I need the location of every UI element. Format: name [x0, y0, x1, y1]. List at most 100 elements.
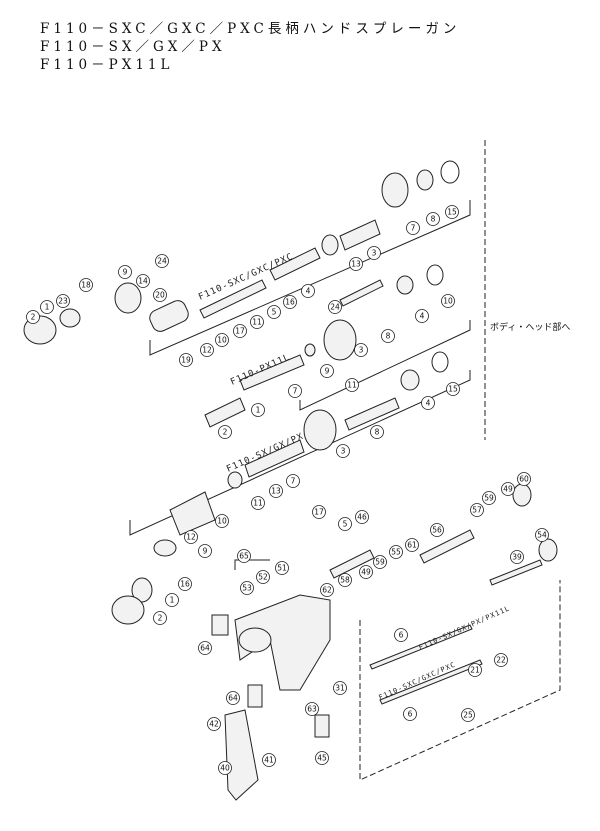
callout-number: 60 [519, 475, 529, 484]
title-line-1: F110－SXC／GXC／PXC長柄ハンドスプレーガン [40, 21, 461, 37]
callout-circle [256, 570, 270, 584]
callout-circle [315, 751, 329, 765]
callout-circle [207, 717, 221, 731]
part-callout-4: 4 [421, 396, 435, 410]
callout-number: 21 [470, 666, 480, 675]
callout-number: 3 [372, 249, 377, 258]
callout-number: 11 [252, 318, 262, 327]
callout-number: 39 [512, 553, 522, 562]
callout-number: 10 [443, 297, 453, 306]
callout-number: 3 [359, 346, 364, 355]
part-callout-9: 9 [320, 364, 334, 378]
part-callout-8: 8 [370, 425, 384, 439]
part-callout-6: 6 [403, 707, 417, 721]
part-callout-4: 4 [415, 309, 429, 323]
callout-number: 52 [258, 573, 268, 582]
label-needle-sxc: F110-SXC/GXC/PXC [378, 661, 457, 702]
callout-number: 13 [271, 487, 281, 496]
callout-number: 19 [181, 356, 191, 365]
callout-circle [320, 364, 334, 378]
callout-number: 63 [307, 705, 317, 714]
part-callout-41: 41 [262, 753, 276, 767]
callout-circle [389, 545, 403, 559]
callout-circle [320, 583, 334, 597]
part-callout-9: 9 [198, 544, 212, 558]
callout-number: 2 [158, 614, 163, 623]
part-callout-52: 52 [256, 570, 270, 584]
part-callout-59: 59 [373, 555, 387, 569]
callout-number: 57 [472, 506, 482, 515]
part-callout-15: 15 [445, 205, 459, 219]
callout-number: 23 [58, 297, 68, 306]
callout-number: 10 [217, 336, 227, 345]
part-callout-59: 59 [482, 491, 496, 505]
part-callout-60: 60 [517, 472, 531, 486]
part-callout-15: 15 [446, 382, 460, 396]
part-callout-7: 7 [286, 474, 300, 488]
callout-circle [482, 491, 496, 505]
callout-number: 16 [285, 298, 295, 307]
callout-number: 31 [335, 684, 345, 693]
callout-number: 6 [399, 631, 404, 640]
callout-number: 11 [253, 499, 263, 508]
part-shapes [23, 160, 558, 801]
callout-number: 20 [155, 291, 165, 300]
callout-number: 41 [264, 756, 274, 765]
part-callout-3: 3 [336, 444, 350, 458]
callout-number: 59 [484, 494, 494, 503]
part-callout-42: 42 [207, 717, 221, 731]
callout-number: 7 [291, 477, 296, 486]
callout-circle [267, 305, 281, 319]
part-callout-12: 12 [184, 530, 198, 544]
part-callout-16: 16 [178, 577, 192, 591]
callout-circle [336, 444, 350, 458]
callout-circle [269, 484, 283, 498]
callout-number: 1 [170, 596, 175, 605]
part-callout-9: 9 [118, 265, 132, 279]
callout-number: 59 [375, 558, 385, 567]
part-callout-19: 19 [179, 353, 193, 367]
callout-circle [441, 294, 455, 308]
part-callout-64: 64 [226, 691, 240, 705]
callout-circle [405, 538, 419, 552]
part-callout-62: 62 [320, 583, 334, 597]
part-callout-8: 8 [426, 212, 440, 226]
part-callout-2: 2 [26, 310, 40, 324]
part-callout-16: 16 [283, 295, 297, 309]
callout-number: 9 [325, 367, 330, 376]
part-callout-12: 12 [200, 343, 214, 357]
part-callout-10: 10 [215, 333, 229, 347]
callout-number: 8 [386, 332, 391, 341]
callout-circle [184, 530, 198, 544]
callout-circle [312, 505, 326, 519]
callout-circle [286, 474, 300, 488]
part-callout-63: 63 [305, 702, 319, 716]
callout-number: 55 [391, 548, 401, 557]
callout-number: 49 [503, 485, 513, 494]
callout-circle [415, 309, 429, 323]
part-callout-4: 4 [301, 284, 315, 298]
callout-circle [501, 482, 515, 496]
callout-circle [155, 254, 169, 268]
part-callout-17: 17 [233, 324, 247, 338]
callout-number: 64 [200, 644, 210, 653]
callout-circle [56, 294, 70, 308]
callout-circle [510, 550, 524, 564]
callout-number: 11 [347, 381, 357, 390]
part-callout-6: 6 [394, 628, 408, 642]
callout-number: 56 [432, 526, 442, 535]
part-callout-61: 61 [405, 538, 419, 552]
callout-number: 18 [81, 281, 91, 290]
part-callout-55: 55 [389, 545, 403, 559]
callout-number: 4 [306, 287, 311, 296]
part-callout-57: 57 [470, 503, 484, 517]
callout-circle [345, 378, 359, 392]
part-callout-31: 31 [333, 681, 347, 695]
part-callout-1: 1 [165, 593, 179, 607]
callout-number: 8 [375, 428, 380, 437]
part-callout-18: 18 [79, 278, 93, 292]
part-callout-5: 5 [267, 305, 281, 319]
callout-number: 9 [123, 268, 128, 277]
callout-number: 22 [496, 656, 506, 665]
callout-number: 5 [272, 308, 277, 317]
